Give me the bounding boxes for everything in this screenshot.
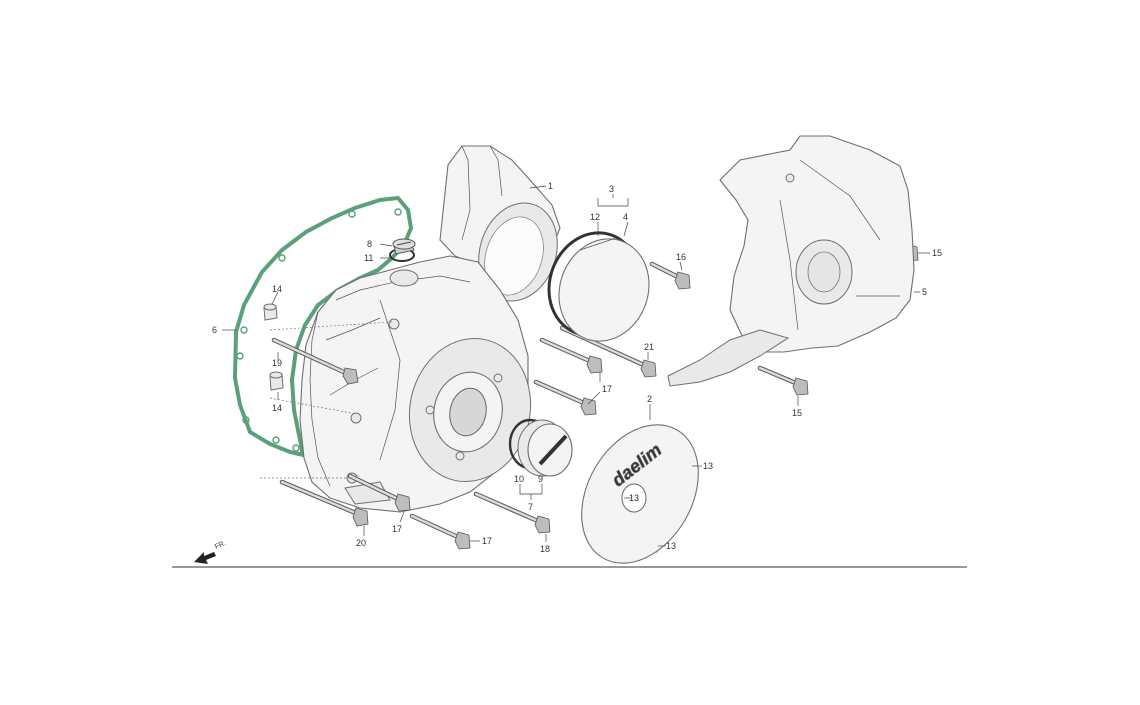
- callout-20: 20: [356, 538, 366, 548]
- callout-19: 19: [272, 358, 282, 368]
- callout-14-a: 14: [272, 284, 282, 294]
- callout-16: 16: [676, 252, 686, 262]
- callout-11: 11: [364, 253, 373, 263]
- sprocket-cover: [667, 135, 915, 387]
- callout-8: 8: [367, 239, 372, 249]
- callout-17-c: 17: [482, 536, 492, 546]
- callout-4: 4: [623, 212, 628, 222]
- callout-13-a: 13: [703, 461, 713, 471]
- callout-17-a: 17: [602, 384, 612, 394]
- callout-13-c: 13: [666, 541, 676, 551]
- direction-label: FR.: [214, 540, 227, 551]
- callout-13-b: 13: [629, 493, 639, 503]
- callout-6: 6: [212, 325, 217, 335]
- callout-15-b: 15: [792, 408, 802, 418]
- timing-plug: [508, 418, 573, 477]
- callout-15-a: 15: [932, 248, 942, 258]
- callout-18: 18: [540, 544, 550, 554]
- callout-17-b: 17: [392, 524, 402, 534]
- callout-21: 21: [644, 342, 654, 352]
- callout-10: 10: [514, 474, 524, 484]
- arrow-icon: [194, 552, 216, 564]
- callout-5: 5: [922, 287, 927, 297]
- callout-2: 2: [647, 394, 652, 404]
- callout-3: 3: [609, 184, 614, 194]
- callout-1: 1: [548, 181, 553, 191]
- callout-9: 9: [538, 474, 543, 484]
- callout-14-b: 14: [272, 403, 282, 413]
- emblem-cover: daelim: [581, 424, 699, 564]
- callout-7: 7: [528, 502, 533, 512]
- side-cap: [547, 231, 650, 342]
- crankcase-cover: [299, 145, 561, 513]
- filler-plug: [389, 238, 416, 262]
- front-direction-indicator: FR.: [194, 540, 227, 564]
- callout-12: 12: [590, 212, 600, 222]
- dowel-pins: [263, 303, 284, 391]
